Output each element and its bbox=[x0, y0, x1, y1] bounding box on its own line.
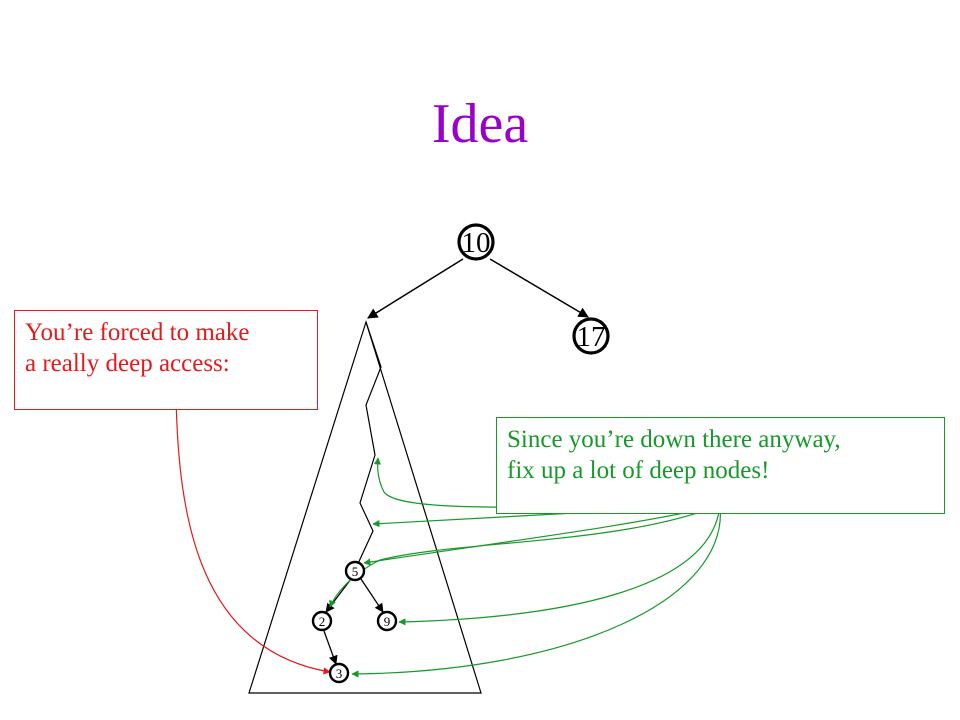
node-root-label: 10 bbox=[462, 227, 491, 259]
edge-5-9 bbox=[360, 578, 384, 613]
node-3: 3 bbox=[328, 662, 350, 684]
deep-access-callout: You’re forced to make a really deep acce… bbox=[14, 310, 318, 410]
node-right-child: 17 bbox=[572, 317, 610, 355]
deep-access-line-2: a really deep access: bbox=[25, 350, 230, 377]
node-9: 9 bbox=[376, 610, 398, 632]
node-5: 5 bbox=[344, 560, 366, 582]
edge-5-2 bbox=[325, 578, 352, 613]
fix-up-line-2: fix up a lot of deep nodes! bbox=[507, 457, 770, 484]
fix-up-callout: Since you’re down there anyway, fix up a… bbox=[496, 417, 945, 514]
fix-arrow-node-9 bbox=[398, 504, 721, 626]
slide-title: Idea bbox=[431, 93, 529, 155]
edge-root-right bbox=[489, 258, 589, 318]
node-3-label: 3 bbox=[336, 666, 343, 681]
node-right-child-label: 17 bbox=[577, 321, 606, 353]
deep-access-arrow bbox=[175, 393, 331, 675]
node-2-label: 2 bbox=[319, 614, 326, 629]
fix-up-line-1: Since you’re down there anyway, bbox=[507, 426, 841, 453]
fix-arrow-node-3 bbox=[351, 504, 721, 678]
edge-2-3 bbox=[323, 630, 338, 665]
node-5-label: 5 bbox=[352, 564, 359, 579]
left-subtree-triangle bbox=[248, 319, 482, 694]
node-2: 2 bbox=[311, 610, 333, 632]
node-9-label: 9 bbox=[384, 614, 391, 629]
fix-arrow-path-4 bbox=[329, 504, 721, 608]
deep-access-line-1: You’re forced to make bbox=[25, 319, 250, 346]
node-root: 10 bbox=[457, 223, 495, 261]
edge-root-left bbox=[367, 258, 464, 319]
